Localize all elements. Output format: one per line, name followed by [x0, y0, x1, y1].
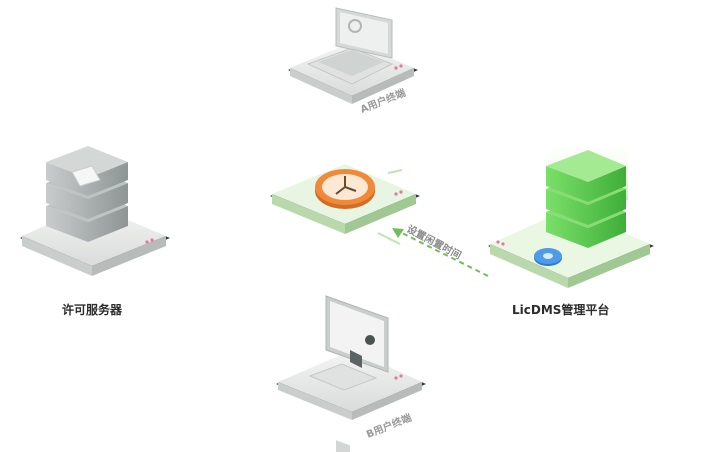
platform-label: LicDMS管理平台	[512, 302, 609, 317]
license-server-label: 许可服务器	[62, 302, 123, 317]
user-a-terminal	[288, 7, 418, 104]
user-b-terminal	[276, 295, 426, 452]
edge-set-idle-time	[377, 169, 489, 277]
clock-module	[270, 164, 420, 234]
license-server	[20, 146, 170, 276]
licdms-platform	[488, 140, 654, 288]
gear-icon	[534, 248, 562, 266]
edge-set-idle-time-label: 设置闲置时间	[405, 222, 464, 262]
user-b-label: B用户终端	[364, 411, 413, 441]
